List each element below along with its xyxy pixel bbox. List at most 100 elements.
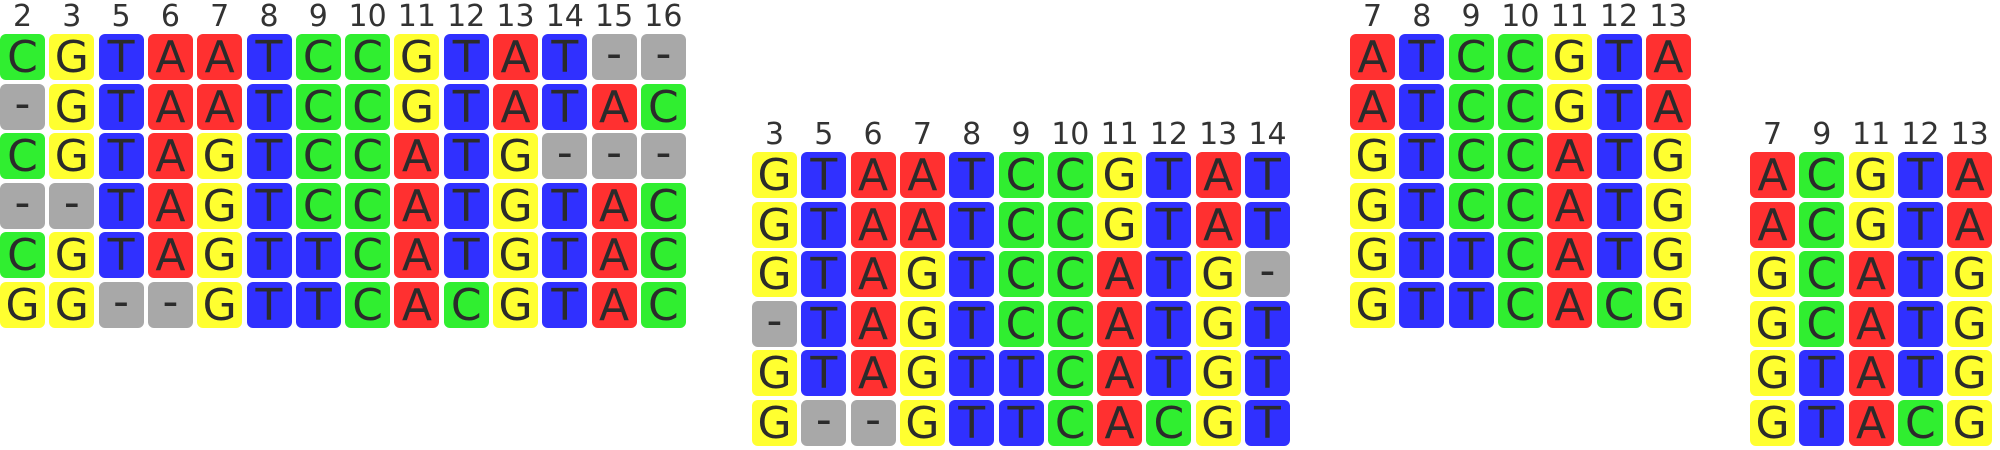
nucleotide-cell: A	[1645, 83, 1691, 131]
nucleotide-cell: A	[147, 133, 193, 181]
nucleotide-cell: G	[49, 282, 95, 330]
nucleotide-cell: A	[1947, 201, 1993, 249]
nucleotide-cell: C	[998, 300, 1044, 348]
column-number-label: 9	[1011, 117, 1031, 152]
nucleotide-cell: T	[949, 251, 995, 299]
column-number-label: 5	[814, 117, 834, 152]
nucleotide-cell: C	[640, 232, 686, 280]
column-number-label: 12	[1599, 0, 1639, 34]
nucleotide-cell: G	[899, 350, 945, 398]
nucleotide-cell: C	[0, 232, 45, 280]
nucleotide-cell: A	[899, 201, 945, 249]
nucleotide-cell: T	[1146, 201, 1192, 249]
nucleotide-cell: T	[443, 182, 489, 230]
nucleotide-cell: A	[850, 251, 896, 299]
nucleotide-cell: A	[1750, 152, 1795, 200]
gap-cell: -	[542, 131, 588, 180]
nucleotide-cell: T	[443, 232, 489, 280]
nucleotide-cell: A	[591, 83, 637, 131]
nucleotide-cell: C	[345, 182, 391, 230]
nucleotide-cell: A	[197, 83, 243, 131]
nucleotide-cell: T	[1245, 300, 1290, 348]
column-number-label: 14	[545, 0, 584, 34]
column-number-label: 9	[1461, 0, 1481, 34]
nucleotide-cell: T	[542, 232, 588, 280]
nucleotide-cell: T	[1146, 152, 1192, 200]
column-number-label: 3	[62, 0, 82, 34]
nucleotide-cell: A	[1848, 400, 1894, 448]
column-number-label: 12	[1149, 117, 1188, 152]
nucleotide-cell: C	[0, 133, 45, 181]
nucleotide-cell: G	[1645, 182, 1691, 230]
nucleotide-cell: A	[591, 232, 637, 280]
nucleotide-cell: A	[850, 350, 896, 398]
nucleotide-cell: C	[1047, 251, 1093, 299]
nucleotide-cell: G	[1750, 400, 1795, 448]
nucleotide-cell: T	[98, 34, 144, 82]
nucleotide-cell: C	[1448, 34, 1494, 82]
nucleotide-cell: T	[1799, 350, 1845, 398]
nucleotide-cell: A	[493, 34, 538, 82]
nucleotide-cell: T	[1399, 232, 1445, 280]
nucleotide-cell: C	[1047, 201, 1093, 249]
gap-cell: -	[640, 131, 686, 180]
nucleotide-cell: C	[345, 232, 391, 280]
nucleotide-cell: G	[752, 350, 797, 398]
nucleotide-cell: T	[98, 232, 144, 280]
nucleotide-cell: G	[493, 182, 538, 230]
nucleotide-cell: T	[998, 350, 1044, 398]
nucleotide-cell: T	[246, 83, 292, 131]
column-number-label: 10	[1051, 117, 1090, 152]
nucleotide-cell: C	[1146, 400, 1192, 448]
nucleotide-cell: T	[949, 300, 995, 348]
nucleotide-cell: T	[98, 133, 144, 181]
nucleotide-cell: T	[1399, 133, 1445, 181]
nucleotide-cell: T	[801, 201, 847, 249]
column-number-label: 12	[447, 0, 486, 34]
column-number-label: 11	[1852, 117, 1891, 152]
gap-cell: -	[98, 280, 144, 328]
nucleotide-cell: C	[1799, 152, 1845, 200]
nucleotide-cell: C	[1497, 282, 1543, 330]
column-number-label: 13	[1199, 117, 1238, 152]
nucleotide-cell: G	[0, 282, 45, 330]
nucleotide-cell: T	[1399, 282, 1445, 330]
gap-cell: -	[0, 180, 45, 229]
nucleotide-cell: G	[752, 201, 797, 249]
nucleotide-cell: A	[147, 34, 193, 82]
nucleotide-cell: T	[801, 251, 847, 299]
column-number-label: 5	[111, 0, 131, 34]
nucleotide-cell: G	[899, 400, 945, 448]
nucleotide-cell: C	[1497, 133, 1543, 181]
nucleotide-cell: G	[752, 152, 797, 200]
nucleotide-cell: T	[1596, 83, 1642, 131]
nucleotide-cell: C	[345, 282, 391, 330]
nucleotide-cell: G	[197, 232, 243, 280]
column-number-label: 6	[160, 0, 180, 34]
nucleotide-cell: T	[949, 400, 995, 448]
nucleotide-cell: A	[1750, 201, 1795, 249]
gap-cell: -	[147, 280, 193, 328]
nucleotide-cell: T	[1799, 400, 1845, 448]
nucleotide-cell: T	[1245, 400, 1290, 448]
nucleotide-cell: C	[295, 182, 341, 230]
nucleotide-cell: G	[49, 34, 95, 82]
nucleotide-cell: T	[1245, 350, 1290, 398]
nucleotide-cell: C	[1497, 83, 1543, 131]
nucleotide-cell: T	[1897, 201, 1943, 249]
nucleotide-cell: T	[246, 34, 292, 82]
nucleotide-cell: T	[246, 182, 292, 230]
nucleotide-cell: C	[998, 152, 1044, 200]
column-number-label: 7	[1762, 117, 1783, 152]
nucleotide-cell: G	[1547, 34, 1593, 82]
column-number-label: 14	[1248, 117, 1287, 152]
nucleotide-cell: G	[1195, 350, 1241, 398]
nucleotide-cell: T	[1897, 251, 1943, 299]
nucleotide-cell: A	[899, 152, 945, 200]
nucleotide-cell: C	[1047, 350, 1093, 398]
nucleotide-cell: G	[197, 182, 243, 230]
nucleotide-cell: C	[1448, 83, 1494, 131]
nucleotide-cell: C	[295, 133, 341, 181]
nucleotide-cell: A	[1547, 232, 1593, 280]
